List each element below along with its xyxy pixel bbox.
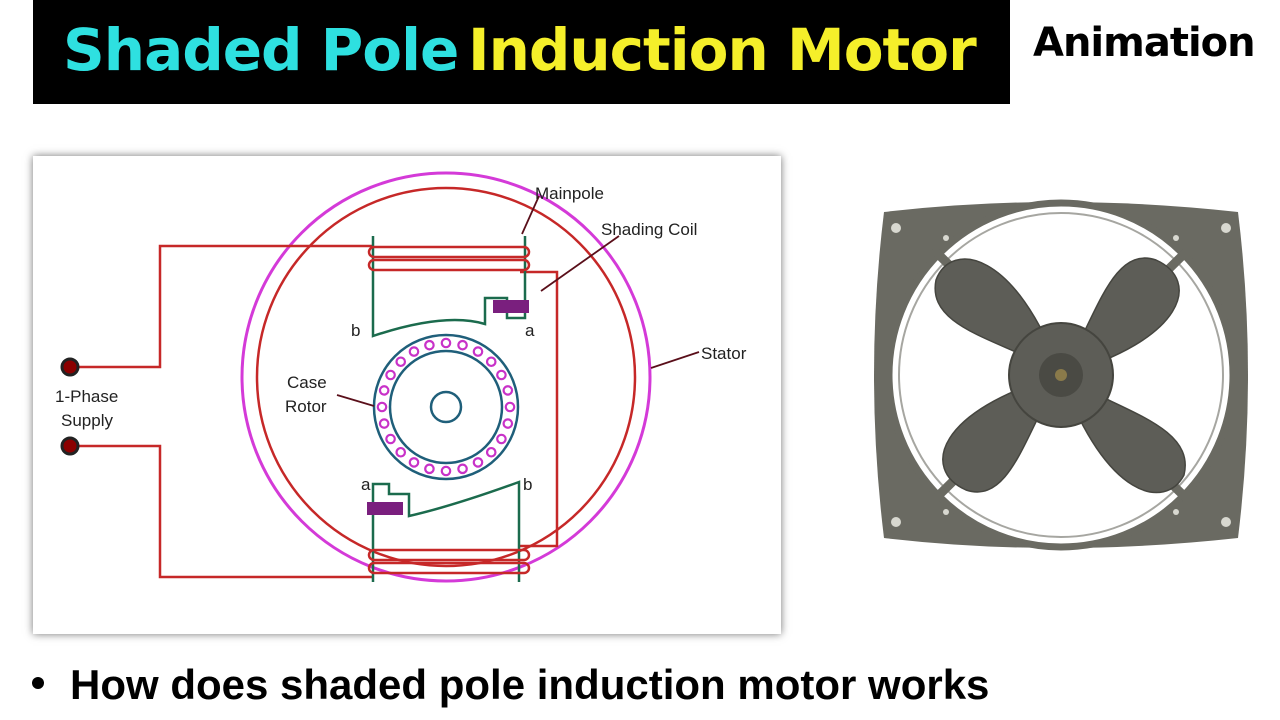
motor-diagram: Mainpole Shading Coil Stator Case Rotor …	[33, 156, 781, 634]
label-b-top: b	[351, 321, 360, 340]
label-stator: Stator	[701, 344, 747, 363]
motor-diagram-svg: Mainpole Shading Coil Stator Case Rotor …	[55, 171, 747, 583]
rotor-bar	[504, 401, 516, 413]
label-a-bottom: a	[361, 475, 371, 494]
rotor-bar	[424, 339, 435, 351]
fan-rim	[885, 199, 1237, 551]
animation-label: Animation	[1033, 20, 1256, 66]
fan-inner-rim	[898, 212, 1224, 538]
title-shaded-pole: Shaded Pole	[63, 16, 459, 84]
rotor-bar	[408, 457, 420, 468]
bullet-text: How does shaded pole induction motor wor…	[70, 661, 990, 708]
label-supply: Supply	[61, 411, 113, 430]
label-1-phase: 1-Phase	[55, 387, 118, 406]
fan-screws	[891, 223, 1231, 527]
rotor-bar	[457, 339, 468, 351]
top-main-pole	[371, 236, 527, 338]
bullet-point	[32, 677, 44, 689]
rotor-bar	[408, 346, 420, 357]
rotor-bar	[485, 356, 497, 368]
rotor-outer-ring	[372, 333, 520, 481]
stator-ring	[240, 171, 652, 583]
label-a-top: a	[525, 321, 535, 340]
fan-hub-cap	[1055, 369, 1067, 381]
rotor-bar	[385, 433, 396, 445]
supply-wiring	[70, 244, 559, 579]
rotor-bar	[496, 369, 507, 381]
rotor-bar	[502, 418, 514, 429]
label-pointers	[336, 195, 700, 407]
rotor-bar	[424, 463, 435, 475]
rotor-bar	[440, 337, 452, 349]
supply-terminal-bottom[interactable]	[60, 436, 80, 456]
bottom-main-pole-coil	[367, 548, 531, 575]
top-main-pole-coil	[367, 245, 531, 272]
bottom-shading-coil	[367, 502, 403, 515]
rotor-bar	[472, 346, 484, 357]
rotor-bar	[472, 457, 484, 468]
rotor-bar	[395, 446, 407, 458]
label-b-bottom: b	[523, 475, 532, 494]
rotor-bar	[496, 433, 507, 445]
rotor-bar	[440, 465, 452, 477]
label-mainpole: Mainpole	[535, 184, 604, 203]
label-rotor: Rotor	[285, 397, 327, 416]
title-induction-motor: Induction Motor	[468, 16, 977, 84]
cage-rotor	[372, 333, 520, 481]
label-case: Case	[287, 373, 327, 392]
title-bar: Shaded Pole Induction Motor	[33, 0, 1010, 104]
exhaust-fan-icon	[874, 199, 1248, 551]
rotor-bar	[376, 401, 388, 413]
stator-inner-ring	[255, 186, 637, 568]
rotor-bar	[378, 385, 390, 396]
label-shading-coil: Shading Coil	[601, 220, 697, 239]
rotor-shaft	[429, 390, 463, 424]
rotor-bar	[457, 463, 468, 475]
rotor-bar	[502, 385, 514, 396]
rotor-inner-ring	[388, 349, 504, 465]
rotor-bar	[395, 356, 407, 368]
rotor-bar	[485, 446, 497, 458]
rotor-bar	[378, 418, 390, 429]
supply-terminal-top[interactable]	[60, 357, 80, 377]
top-shading-coil	[493, 300, 529, 313]
rotor-bar	[385, 369, 396, 381]
bottom-main-pole	[371, 480, 521, 582]
